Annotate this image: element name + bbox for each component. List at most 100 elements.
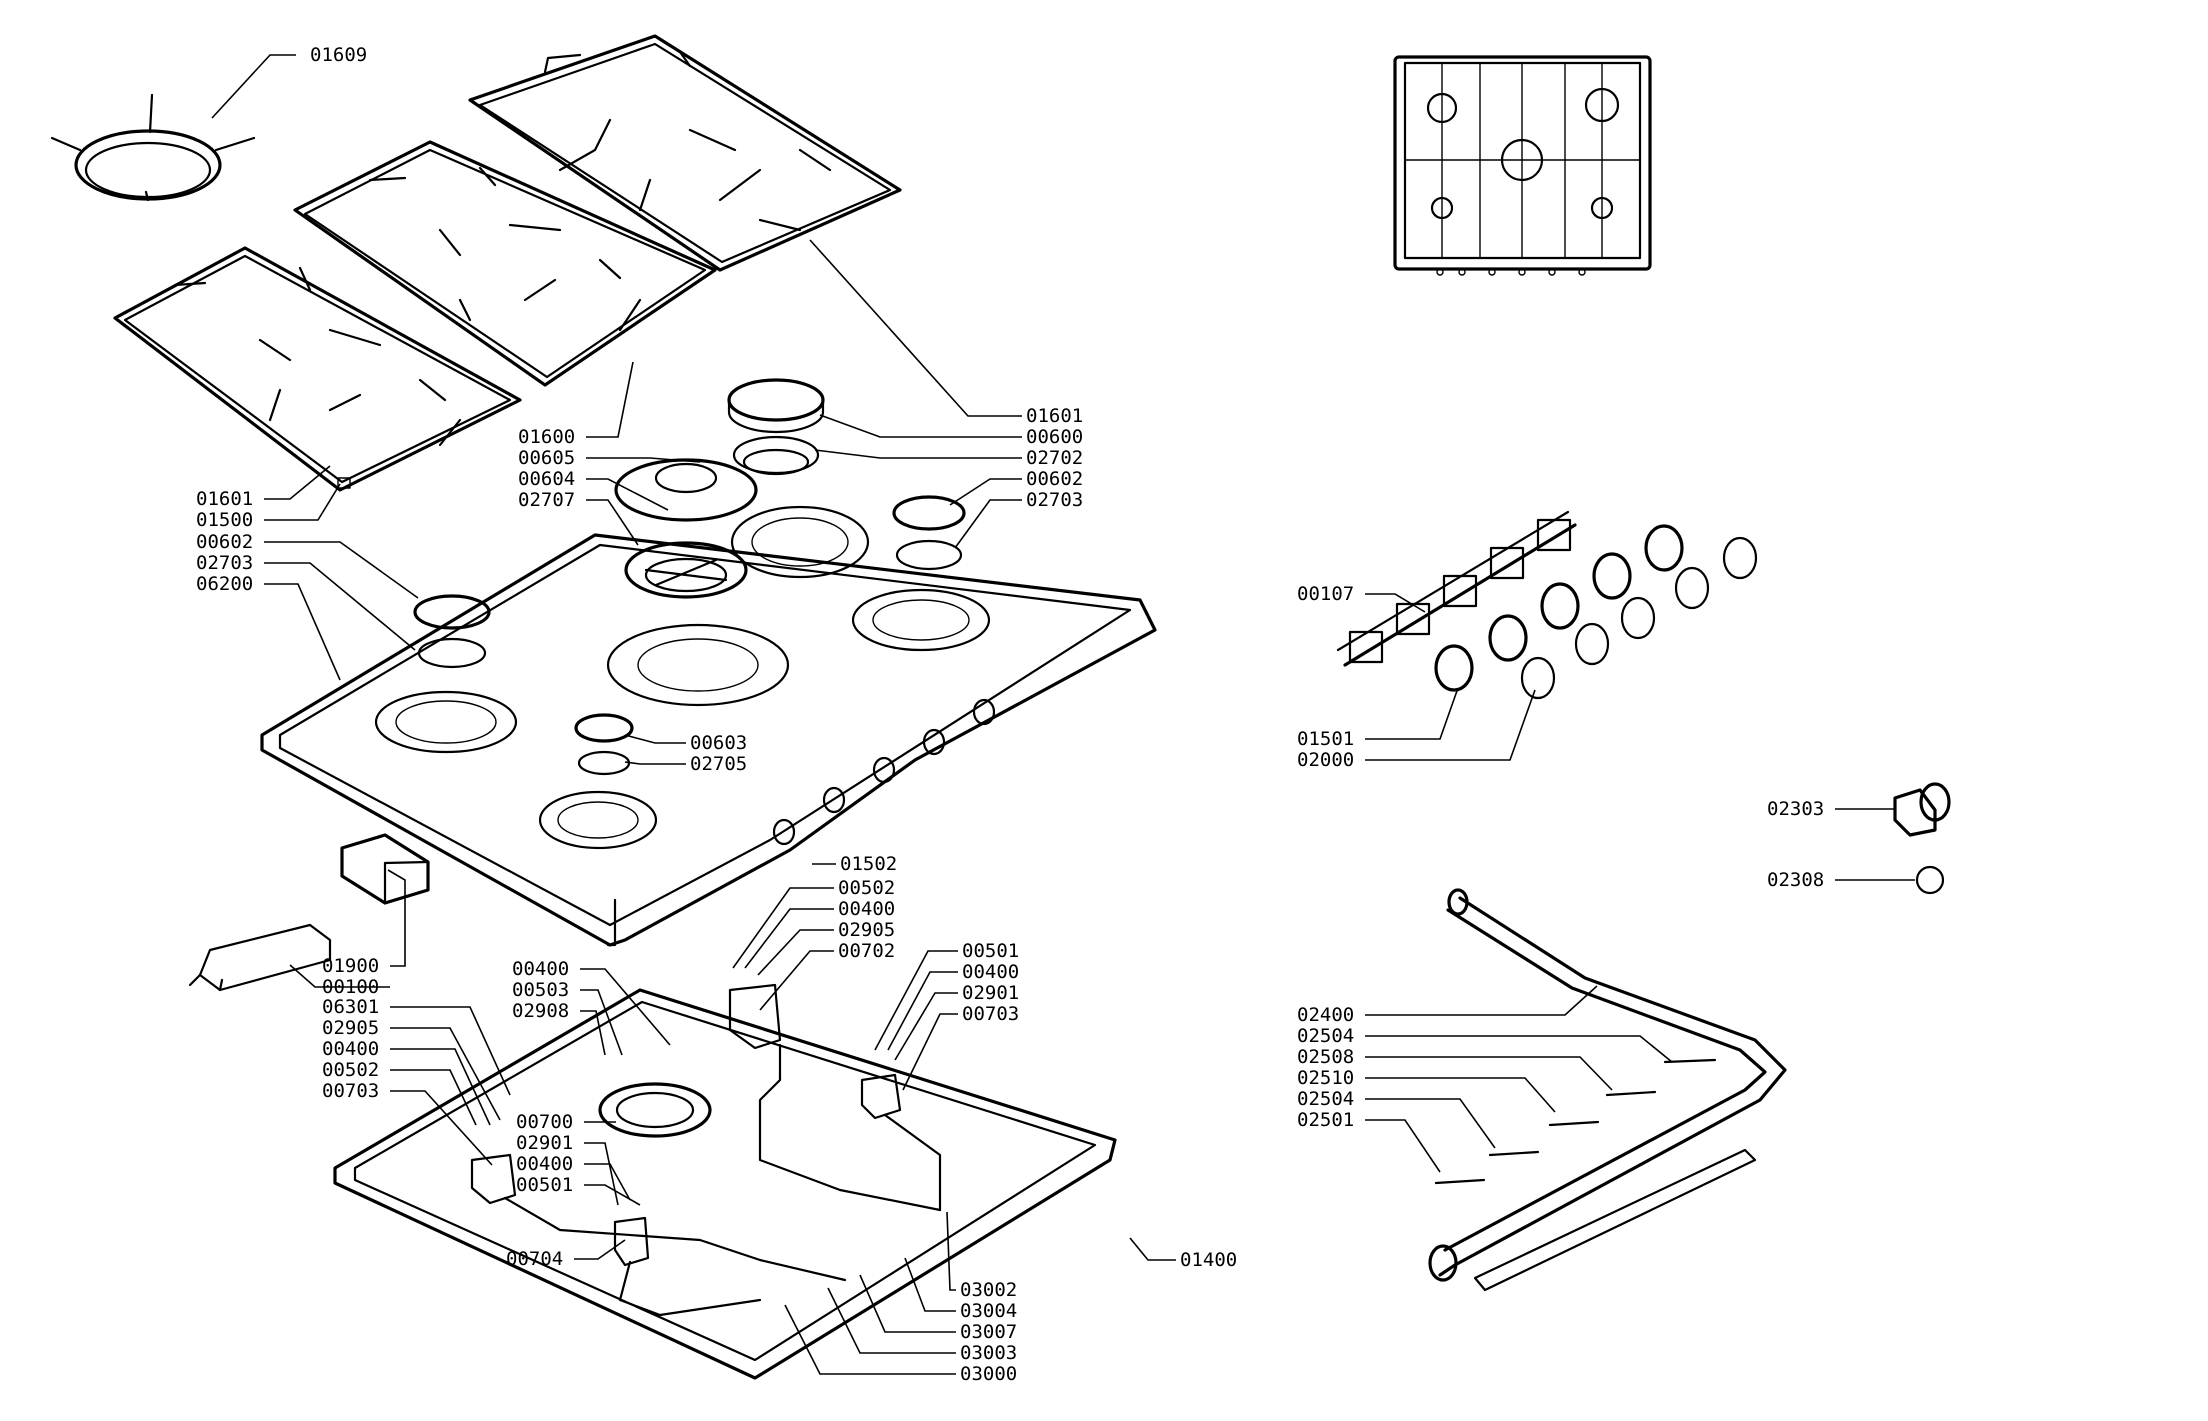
part-label-01502: 01502: [840, 853, 897, 875]
part-label-02705: 02705: [690, 753, 747, 775]
pan-support-right: [468, 34, 902, 272]
part-label-01609: 01609: [310, 44, 367, 66]
part-number-labels: 0160901601006000270200602027030160000605…: [196, 44, 1824, 1385]
part-label-01500: 01500: [196, 509, 253, 531]
part-label-00107: 00107: [1297, 583, 1354, 605]
leader-line-00501: [874, 950, 958, 1051]
burner-caps: [413, 378, 966, 776]
leader-line-00502: [390, 1069, 477, 1126]
part-label-01501: 01501: [1297, 728, 1354, 750]
part-label-03003: 03003: [960, 1342, 1017, 1364]
leader-line-02901: [584, 1142, 619, 1206]
leader-line-00400: [887, 971, 958, 1051]
leader-line-01400: [1129, 1237, 1176, 1261]
part-label-00400: 00400: [516, 1153, 573, 1175]
leader-line-00503: [580, 989, 623, 1056]
part-label-00603: 00603: [690, 732, 747, 754]
leader-line-02905: [757, 929, 834, 976]
part-label-00503: 00503: [512, 979, 569, 1001]
part-label-02901: 02901: [516, 1132, 573, 1154]
leader-line-00400: [390, 1048, 491, 1126]
ignition-generator: [188, 833, 430, 992]
part-label-02707: 02707: [518, 489, 575, 511]
part-label-02905: 02905: [322, 1017, 379, 1039]
leader-line-03000: [784, 1304, 956, 1375]
part-label-00602: 00602: [1026, 468, 1083, 490]
part-label-02901: 02901: [962, 982, 1019, 1004]
leader-line-00704: [574, 1239, 626, 1260]
part-label-03004: 03004: [960, 1300, 1017, 1322]
leader-line-00502: [732, 887, 834, 969]
part-label-02308: 02308: [1767, 869, 1824, 891]
part-label-02501: 02501: [1297, 1109, 1354, 1131]
leader-line-03003: [827, 1287, 956, 1354]
leader-line-02501: [1365, 1119, 1441, 1173]
part-label-00100: 00100: [322, 976, 379, 998]
leader-line-00602: [264, 541, 419, 599]
leader-line-01600: [586, 361, 634, 438]
leader-lines: [211, 54, 1915, 1375]
part-label-00400: 00400: [838, 898, 895, 920]
leader-line-00600: [819, 414, 1022, 438]
leader-line-02705: [624, 761, 686, 765]
wok-ring: [50, 93, 256, 202]
part-label-00502: 00502: [838, 877, 895, 899]
part-label-00704: 00704: [506, 1248, 563, 1270]
hob-top-plate: [260, 505, 1157, 947]
leader-line-00602: [949, 478, 1022, 506]
leader-line-00703: [902, 1013, 958, 1091]
leader-line-02504: [1365, 1098, 1496, 1149]
part-label-06200: 06200: [196, 573, 253, 595]
leader-line-02400: [1365, 985, 1598, 1016]
part-label-00400: 00400: [512, 958, 569, 980]
leader-line-02508: [1365, 1056, 1613, 1091]
leader-line-00702: [759, 950, 834, 1011]
bottom-tray: [333, 983, 1117, 1380]
part-label-06301: 06301: [322, 996, 379, 1018]
leader-line-00604: [586, 478, 669, 511]
leader-line-01609: [211, 54, 296, 119]
part-label-03000: 03000: [960, 1363, 1017, 1385]
leader-line-02510: [1365, 1077, 1556, 1113]
part-label-00604: 00604: [518, 468, 575, 490]
part-label-00703: 00703: [962, 1003, 1019, 1025]
part-label-01600: 01600: [518, 426, 575, 448]
gas-taps-and-knobs: [1336, 510, 1758, 700]
leader-line-02000: [1365, 689, 1536, 761]
part-label-02504: 02504: [1297, 1088, 1354, 1110]
hob-overview: [1393, 55, 1652, 276]
leader-line-00400: [744, 908, 834, 969]
leader-line-02901: [894, 992, 958, 1061]
leader-line-01900: [387, 869, 406, 967]
leader-line-02504: [1365, 1035, 1673, 1063]
part-label-02703: 02703: [1026, 489, 1083, 511]
leader-line-02703: [264, 562, 416, 651]
leader-line-06200: [264, 583, 341, 681]
leader-line-00703: [390, 1090, 493, 1166]
part-label-00600: 00600: [1026, 426, 1083, 448]
part-label-01900: 01900: [322, 955, 379, 977]
leader-line-00100: [289, 964, 390, 988]
part-label-02504: 02504: [1297, 1025, 1354, 1047]
part-label-00703: 00703: [322, 1080, 379, 1102]
leader-line-03007: [859, 1274, 956, 1333]
leader-line-00605: [586, 457, 701, 463]
part-label-00501: 00501: [962, 940, 1019, 962]
part-label-03007: 03007: [960, 1321, 1017, 1343]
leader-line-03004: [904, 1257, 956, 1312]
leader-line-02908: [580, 1010, 606, 1056]
part-label-00605: 00605: [518, 447, 575, 469]
part-label-02510: 02510: [1297, 1067, 1354, 1089]
leader-line-00107: [1365, 593, 1426, 613]
gas-inlet-elbow: [1893, 782, 1951, 895]
leader-line-01601: [264, 465, 331, 500]
leader-line-01501: [1365, 687, 1459, 740]
part-label-02303: 02303: [1767, 798, 1824, 820]
part-label-00702: 00702: [838, 940, 895, 962]
leader-line-02703: [954, 499, 1022, 549]
pan-support-middle: [293, 140, 717, 387]
part-label-02908: 02908: [512, 1000, 569, 1022]
leader-line-02905: [390, 1027, 501, 1121]
leader-line-01500: [264, 483, 341, 521]
